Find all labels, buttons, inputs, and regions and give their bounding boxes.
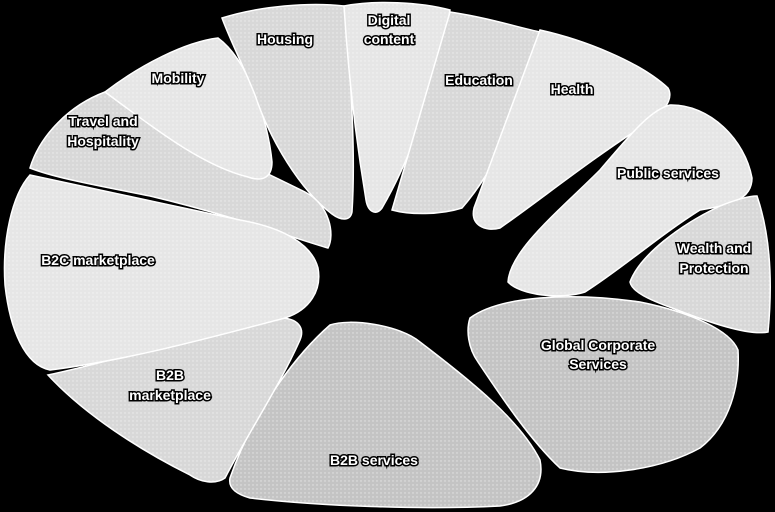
label-b2c-marketplace: B2C marketplace [41,252,155,268]
label-housing: Housing [257,31,313,47]
label-health: Health [551,81,594,97]
label-public-services: Public services [617,165,719,181]
label-b2b-services: B2B services [330,452,418,468]
label-mobility: Mobility [152,70,205,86]
label-education: Education [445,72,513,88]
